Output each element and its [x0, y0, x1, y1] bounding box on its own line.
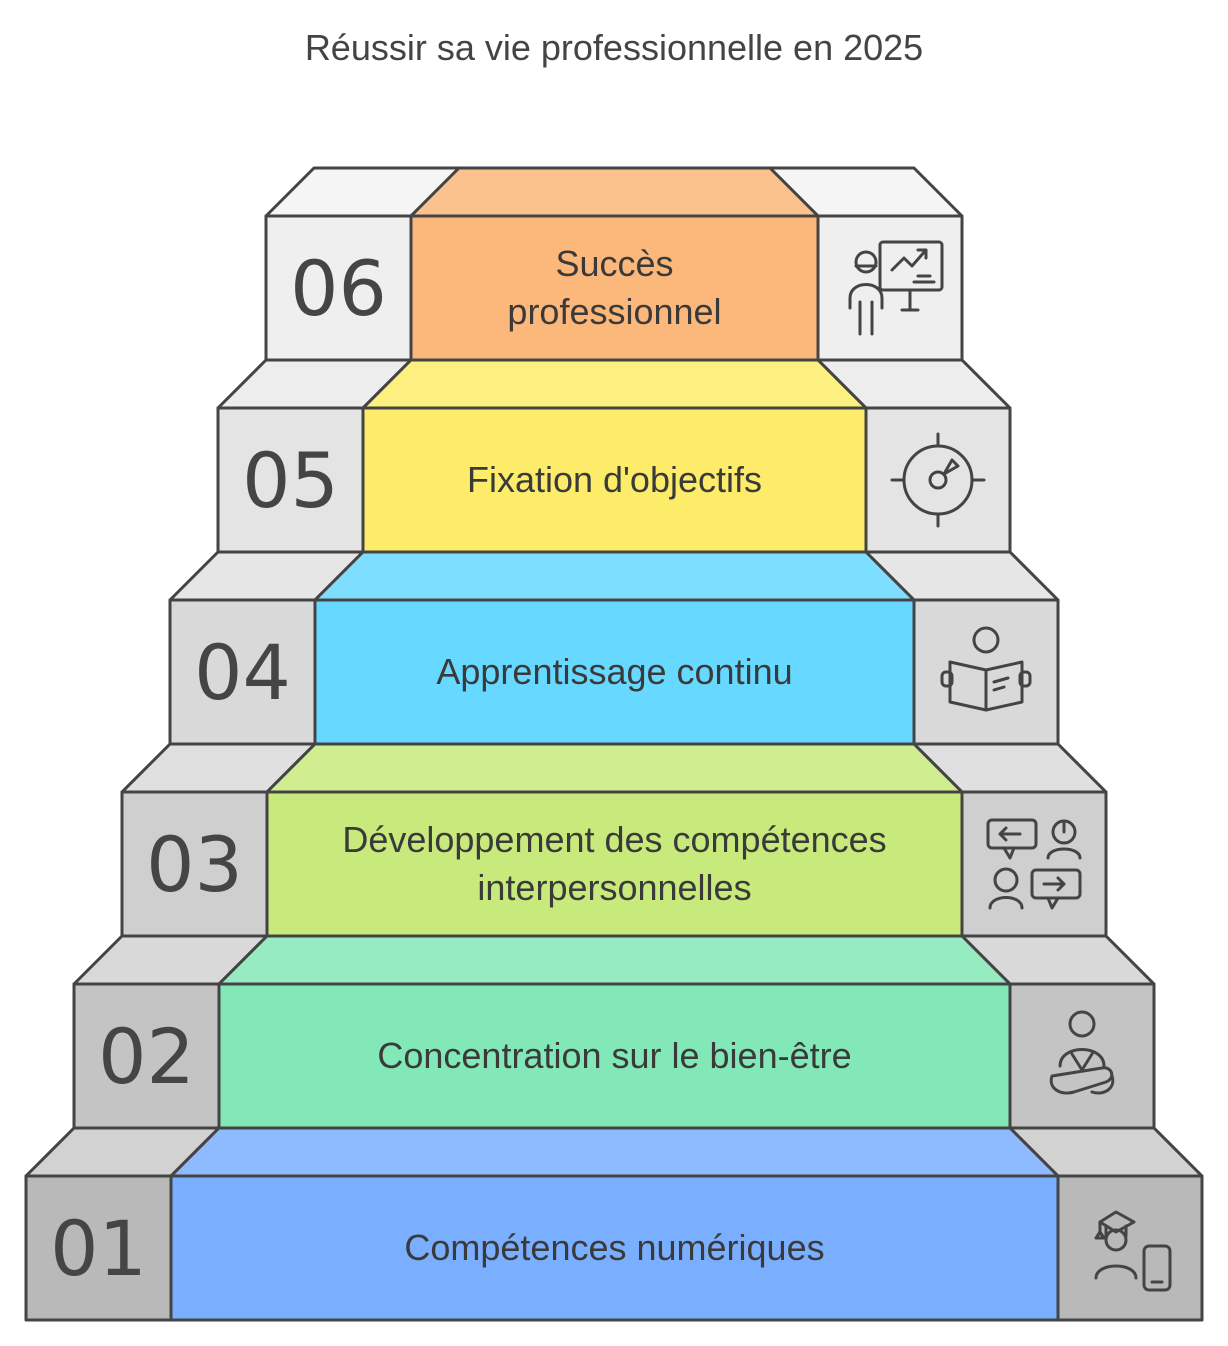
step-label: Concentration sur le bien-être: [377, 1035, 851, 1076]
step-number: 02: [98, 1012, 195, 1101]
step-label: Développement des compétences: [342, 819, 886, 860]
step-number: 06: [290, 244, 387, 333]
step-number: 04: [194, 628, 291, 717]
step-04: 04 Apprentissage continu: [168, 550, 1060, 746]
steps-group: 01 Compétences numériques 02 Concentration …: [24, 166, 1204, 1322]
meditation-icon: [1049, 1010, 1115, 1095]
step-number: 05: [242, 436, 339, 525]
step-number: 03: [146, 820, 243, 909]
step-side-right: [1008, 982, 1156, 1130]
step-tread: [169, 1126, 1060, 1178]
step-number: 01: [50, 1204, 147, 1293]
step-tread: [265, 742, 964, 794]
step-tread: [217, 934, 1012, 986]
target-icon: [890, 432, 986, 528]
step-01: 01 Compétences numériques: [24, 1126, 1204, 1322]
step-side-right: [864, 406, 1012, 554]
step-side-right: [1056, 1174, 1204, 1322]
step-face: [265, 790, 964, 938]
step-face: [409, 214, 820, 362]
diagram-title: Réussir sa vie professionnelle en 2025: [305, 27, 923, 68]
step-tread: [361, 358, 868, 410]
step-label: Compétences numériques: [404, 1227, 824, 1268]
step-02: 02 Concentration sur le bien-être: [72, 934, 1156, 1130]
step-05: 05 Fixation d'objectifs: [216, 358, 1012, 554]
step-label: Fixation d'objectifs: [467, 459, 762, 500]
step-label: professionnel: [507, 291, 721, 332]
reader-icon: [940, 626, 1032, 712]
step-side-right: [960, 790, 1108, 938]
step-label: Succès: [555, 243, 673, 284]
graduate-phone-icon: [1094, 1210, 1172, 1292]
step-label: Apprentissage continu: [436, 651, 792, 692]
step-tread: [409, 166, 820, 218]
step-06: 06 Succès professionnel: [264, 166, 964, 362]
conversation-icon: [986, 818, 1082, 910]
presenter-icon: [848, 240, 944, 336]
step-03: 03 Développement des compétences interpers…: [120, 742, 1108, 938]
step-label: interpersonnelles: [477, 867, 751, 908]
step-tread: [313, 550, 916, 602]
